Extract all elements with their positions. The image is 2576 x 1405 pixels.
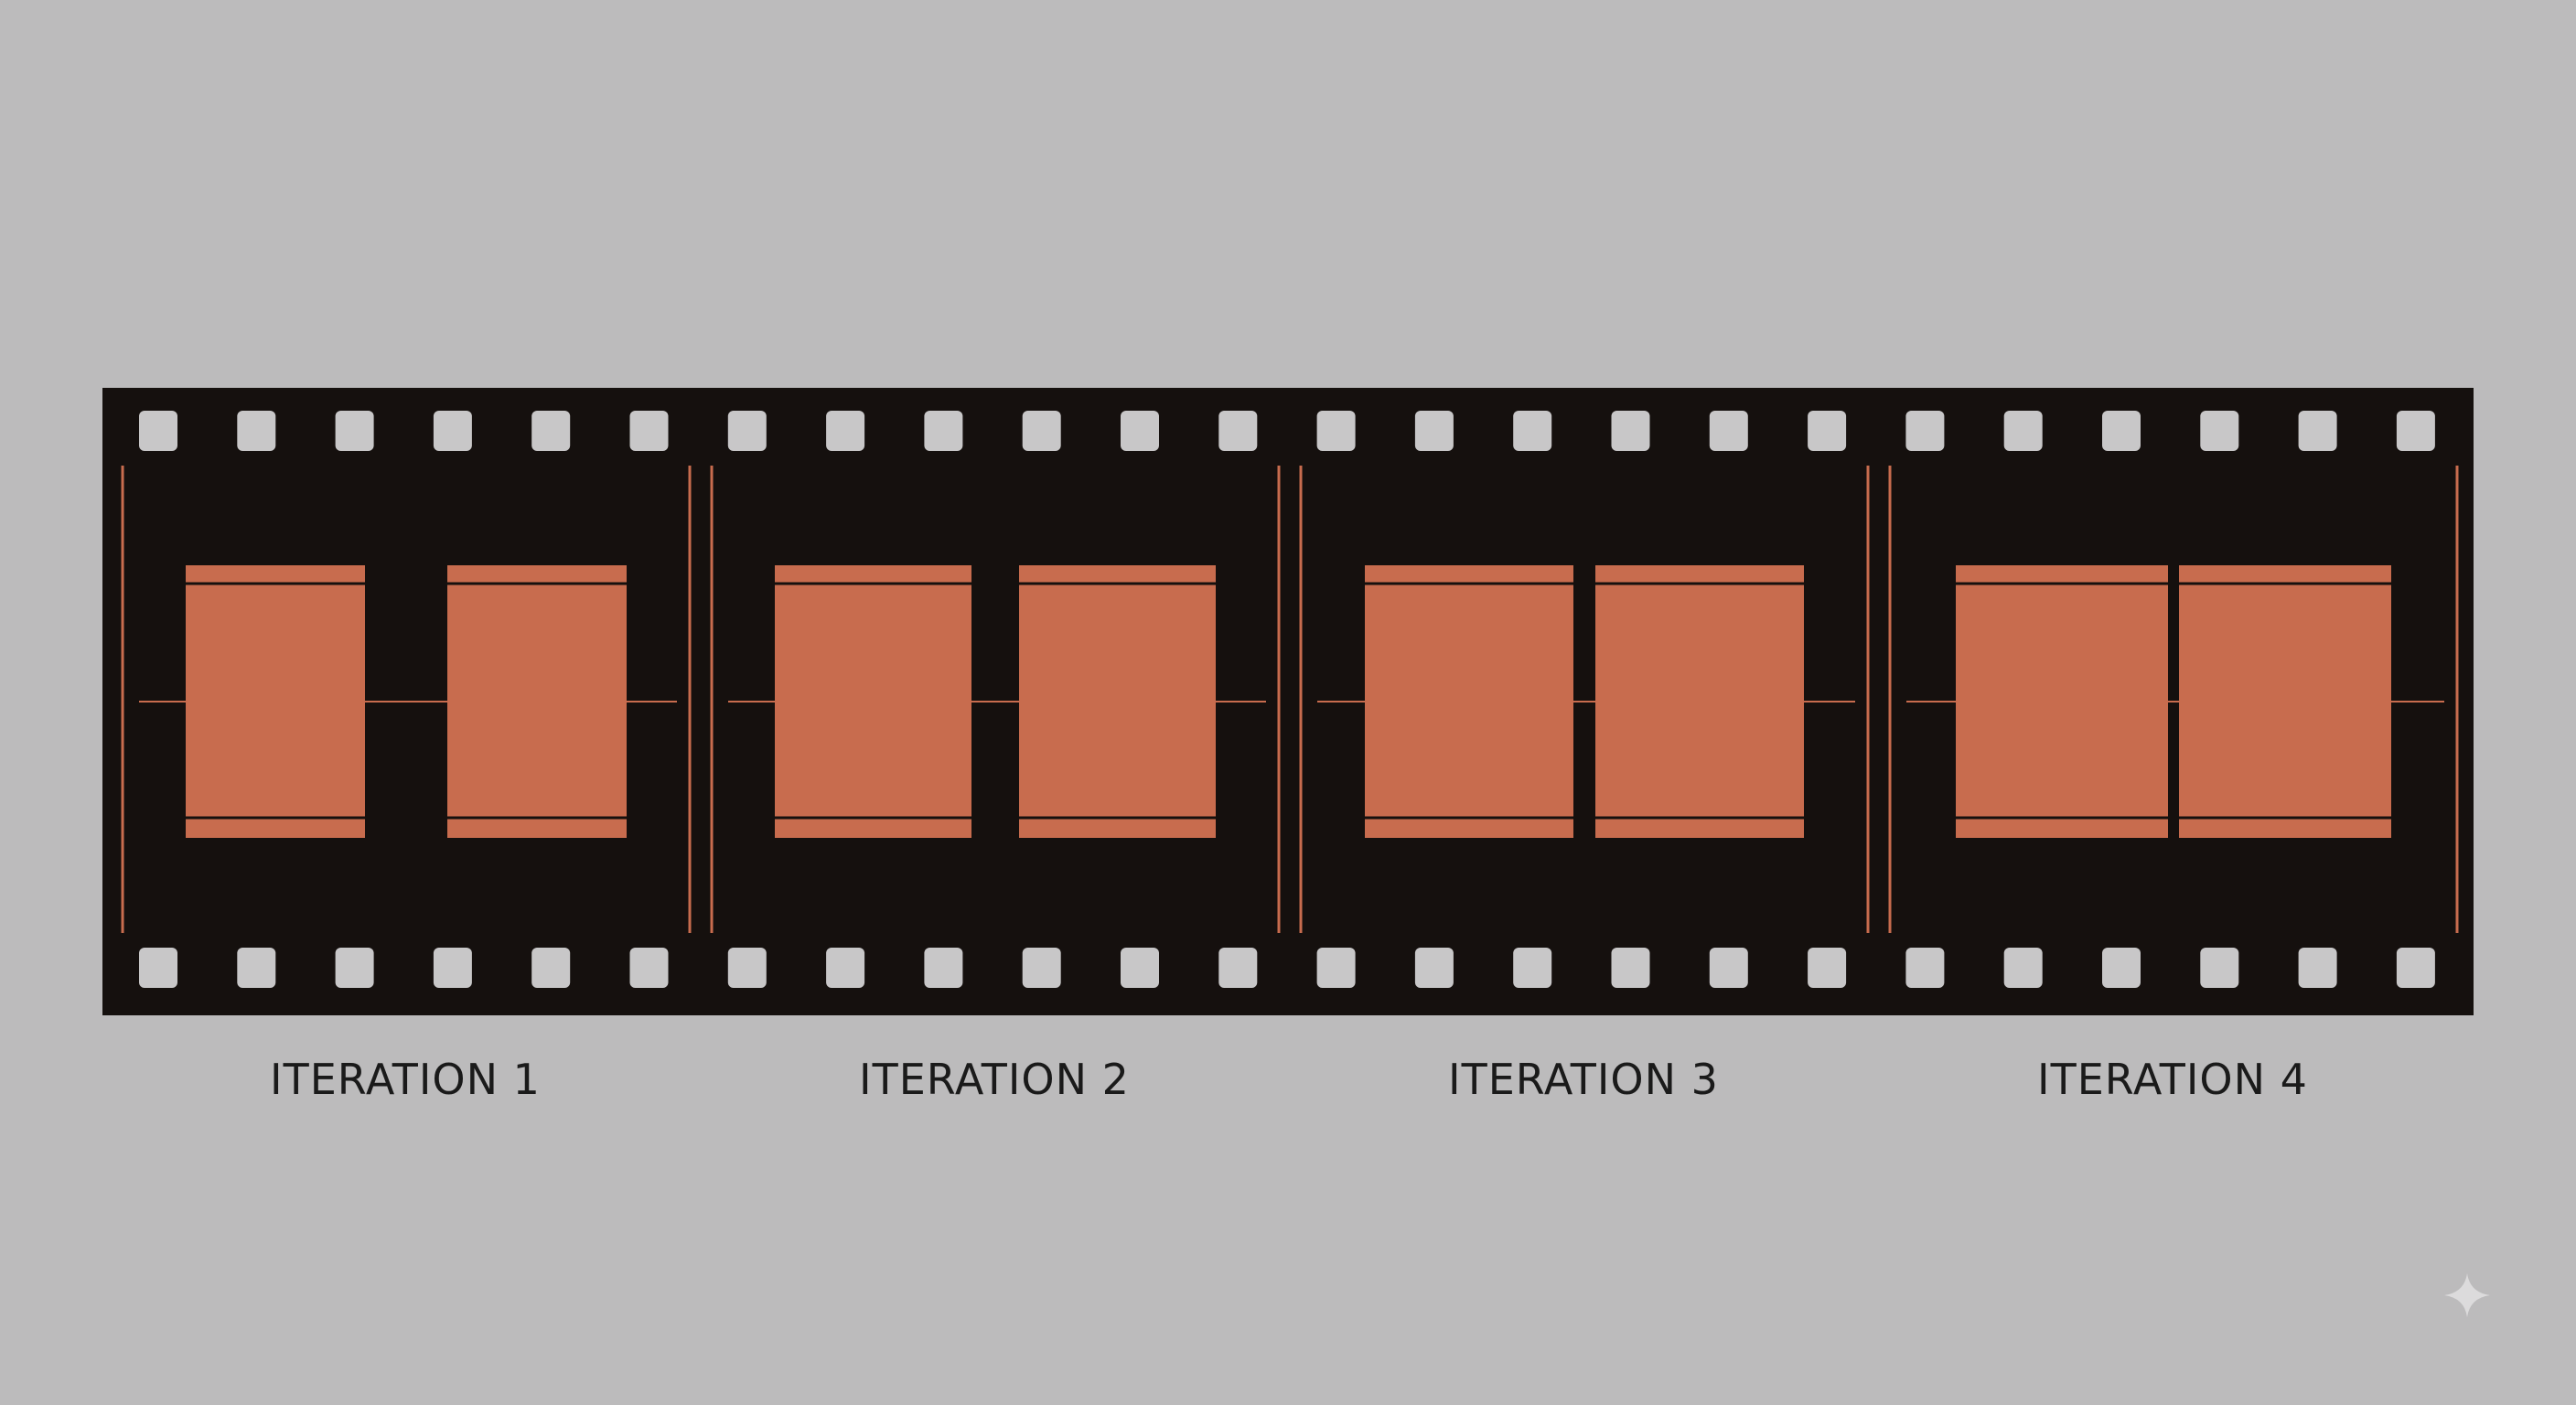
sprocket-hole	[1121, 411, 1159, 451]
sprocket-hole	[727, 948, 767, 988]
sprocket-hole	[237, 948, 276, 988]
sprocket-hole	[2102, 411, 2141, 451]
iteration-1-label: ITERATION 1	[270, 1055, 541, 1104]
sprocket-hole	[1808, 411, 1847, 451]
frame	[1595, 565, 1804, 838]
iteration-4-label: ITERATION 4	[2037, 1055, 2308, 1104]
sprocket-hole	[139, 948, 177, 988]
sprocket-hole	[1218, 411, 1258, 451]
sprocket-hole	[826, 411, 865, 451]
sprocket-hole	[1316, 411, 1356, 451]
sparkle-icon	[2444, 1273, 2490, 1317]
sprocket-hole	[1022, 948, 1061, 988]
sprocket-hole	[1709, 948, 1748, 988]
sprocket-hole	[1513, 948, 1552, 988]
sprocket-hole	[924, 411, 963, 451]
frame	[447, 565, 627, 838]
sprocket-hole	[433, 411, 472, 451]
sprocket-hole	[335, 411, 374, 451]
iteration-1-segment	[121, 466, 692, 933]
sprocket-hole	[2396, 411, 2435, 451]
sprocket-hole	[727, 411, 767, 451]
sprocket-hole	[139, 411, 177, 451]
sprocket-hole	[629, 411, 669, 451]
sprocket-hole	[1414, 411, 1454, 451]
sprocket-hole	[2396, 948, 2435, 988]
iteration-2-segment	[710, 466, 1281, 933]
sprocket-hole	[1316, 948, 1356, 988]
sprocket-hole	[629, 948, 669, 988]
sprocket-hole	[531, 411, 571, 451]
iteration-segments	[121, 466, 2459, 933]
sprocket-hole	[1611, 948, 1650, 988]
frame	[1956, 565, 2168, 838]
frame	[1365, 565, 1573, 838]
sprocket-hole	[1121, 948, 1159, 988]
frame	[2179, 565, 2391, 838]
sprocket-hole	[1513, 411, 1552, 451]
sprocket-hole	[1905, 948, 1945, 988]
sprocket-hole	[2003, 948, 2043, 988]
sprocket-holes-top	[139, 411, 2435, 451]
iteration-3-segment	[1299, 466, 1870, 933]
sprocket-hole	[2298, 411, 2337, 451]
sprocket-hole	[2298, 948, 2337, 988]
iteration-2-label: ITERATION 2	[859, 1055, 1130, 1104]
sprocket-hole	[237, 411, 276, 451]
sprocket-hole	[2200, 948, 2239, 988]
iteration-3-label: ITERATION 3	[1448, 1055, 1719, 1104]
sprocket-hole	[1218, 948, 1258, 988]
sprocket-hole	[826, 948, 865, 988]
sprocket-hole	[433, 948, 472, 988]
frame	[775, 565, 971, 838]
sprocket-hole	[2003, 411, 2043, 451]
frame	[1019, 565, 1216, 838]
sprocket-hole	[1808, 948, 1847, 988]
frame	[186, 565, 365, 838]
sprocket-hole	[1905, 411, 1945, 451]
sprocket-hole	[924, 948, 963, 988]
sprocket-hole	[335, 948, 374, 988]
sprocket-hole	[2200, 411, 2239, 451]
iteration-4-segment	[1888, 466, 2459, 933]
sprocket-hole	[1022, 411, 1061, 451]
sprocket-hole	[2102, 948, 2141, 988]
sprocket-holes-bottom	[139, 948, 2435, 988]
sprocket-hole	[531, 948, 571, 988]
sprocket-hole	[1709, 411, 1748, 451]
sprocket-hole	[1414, 948, 1454, 988]
sprocket-hole	[1611, 411, 1650, 451]
